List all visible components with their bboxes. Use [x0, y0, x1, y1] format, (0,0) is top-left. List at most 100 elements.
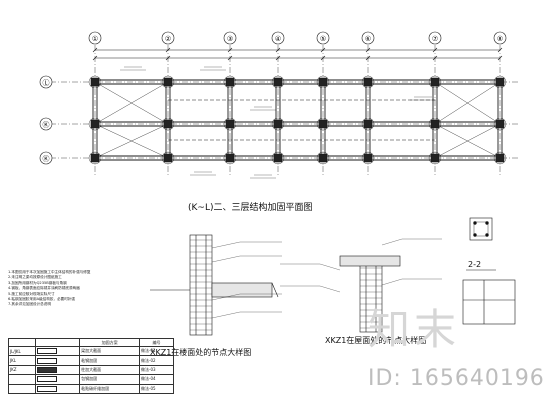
column-block: [273, 153, 283, 163]
dimension-tick: [275, 47, 281, 53]
dimension-tick: [275, 55, 281, 61]
axis-bubble: [223, 31, 237, 45]
column-jacket: [361, 75, 375, 89]
watermark-logo: 知末: [368, 305, 461, 354]
column-jacket: [316, 151, 330, 165]
axis-number: ⑧: [497, 35, 503, 43]
slab-section: [211, 282, 273, 298]
note-line: 2.未注明之梁均按原设计图纸施工: [8, 275, 62, 280]
column-block: [495, 77, 505, 87]
column-block: [318, 77, 328, 87]
column-block: [363, 77, 373, 87]
dimension-tick: [432, 47, 438, 53]
note-line: 6.粘钢加固胶采用A级结构胶，必要时补强: [8, 297, 75, 302]
axis-bubble: [271, 31, 285, 45]
legend-symbol: [34, 364, 81, 376]
dimension-tick: [365, 47, 371, 53]
column-jacket: [428, 151, 442, 165]
axis-letter: Ⓚ: [43, 121, 50, 129]
column-jacket: [88, 151, 102, 165]
column-block: [90, 119, 100, 129]
dimension-tick: [365, 55, 371, 61]
axis-number: ⑤: [320, 35, 326, 43]
roof-slab-section: [339, 255, 401, 267]
legend-ref: 做法-04: [139, 374, 174, 385]
column-block: [273, 119, 283, 129]
callout-leader: [381, 238, 403, 246]
note-line: 4.钢板、角钢表面应除锈并涂刷防锈底漆两遍: [8, 286, 80, 291]
legend-row: 包钢加固 做法-04: [8, 374, 174, 385]
legend-symbol: [34, 355, 81, 366]
callout-leader: [381, 278, 403, 286]
rebar-dot: [485, 233, 489, 237]
rebar-dot: [473, 233, 477, 237]
legend-desc: 梁加大截面: [79, 345, 141, 357]
section-2-2: [462, 217, 516, 325]
column-jacket: [161, 151, 175, 165]
section-outline: [469, 217, 493, 241]
hatch-symbol-icon: [36, 348, 57, 355]
legend-table: 加固方案 编号 JL/JKL 梁加大截面 做法-01 JKL 粘钢加固 做法-0…: [8, 338, 174, 394]
column-jacket: [223, 117, 237, 131]
legend-code: JKZ: [8, 364, 36, 376]
legend-desc: 粘钢加固: [79, 355, 141, 366]
column-jacket: [316, 75, 330, 89]
legend-header-cell: [8, 338, 36, 347]
legend-row: 粘贴碳纤维加固 做法-05: [8, 383, 174, 394]
legend-code: JKL: [8, 355, 36, 366]
column-jacket: [161, 75, 175, 89]
column-jacket: [271, 75, 285, 89]
axis-number: ③: [227, 35, 233, 43]
steel-wrap-symbol-icon: [36, 376, 57, 383]
column-block: [363, 153, 373, 163]
axis-letter: Ⓚ: [43, 155, 50, 163]
column-block: [495, 119, 505, 129]
column-jacket: [493, 117, 507, 131]
column-jacket: [316, 117, 330, 131]
legend-header-cell: [34, 338, 81, 347]
general-notes: 1.本图仅用于本次加固施工中主体结构的补强与修复 2.未注明之梁均按原设计图纸施…: [8, 270, 128, 308]
legend-ref: 做法-02: [139, 355, 174, 366]
axis-number: ④: [275, 35, 281, 43]
plate-symbol-icon: [36, 357, 57, 364]
break-line: [271, 282, 279, 298]
note-line: 7.其余详见加固设计总说明: [8, 302, 51, 307]
dimension-tick: [165, 55, 171, 61]
column-jacket: [223, 151, 237, 165]
column-jacket: [361, 151, 375, 165]
legend-header-cell: 加固方案: [79, 338, 141, 347]
legend-ref: 做法-05: [139, 383, 174, 394]
column-jacket: [88, 75, 102, 89]
note-line: 3.加固所用钢材为Q235B钢板与角钢: [8, 280, 67, 285]
legend-symbol: [34, 374, 81, 385]
legend-header: 加固方案 编号: [8, 338, 174, 347]
detail2-title: XKZ1在屋面处的节点大样图: [325, 336, 427, 345]
column-block: [163, 77, 173, 87]
callout-leader: [211, 311, 241, 319]
column-symbol-icon: [36, 366, 57, 373]
legend-code: JL/JKL: [8, 345, 36, 357]
axis-bubble: [493, 31, 507, 45]
node-detail-roof: [280, 238, 442, 333]
axis-number: ②: [165, 35, 171, 43]
column-block: [225, 153, 235, 163]
dimension-tick: [497, 47, 503, 53]
column-block: [90, 153, 100, 163]
column-block: [273, 77, 283, 87]
axis-bubble: [161, 31, 175, 45]
dimension-tick: [227, 47, 233, 53]
callout-leader: [211, 241, 241, 249]
legend-desc: 粘贴碳纤维加固: [79, 383, 141, 394]
dimension-tick: [227, 55, 233, 61]
brace-line: [434, 123, 501, 159]
column-jacket: [428, 75, 442, 89]
legend-desc: 包钢加固: [79, 374, 141, 385]
axis-bubble: [88, 31, 102, 45]
column-jacket: [493, 75, 507, 89]
column-block: [430, 153, 440, 163]
callout-leader: [319, 285, 341, 293]
column-block: [495, 153, 505, 163]
legend-symbol: [34, 345, 81, 357]
brace-line: [94, 123, 169, 159]
